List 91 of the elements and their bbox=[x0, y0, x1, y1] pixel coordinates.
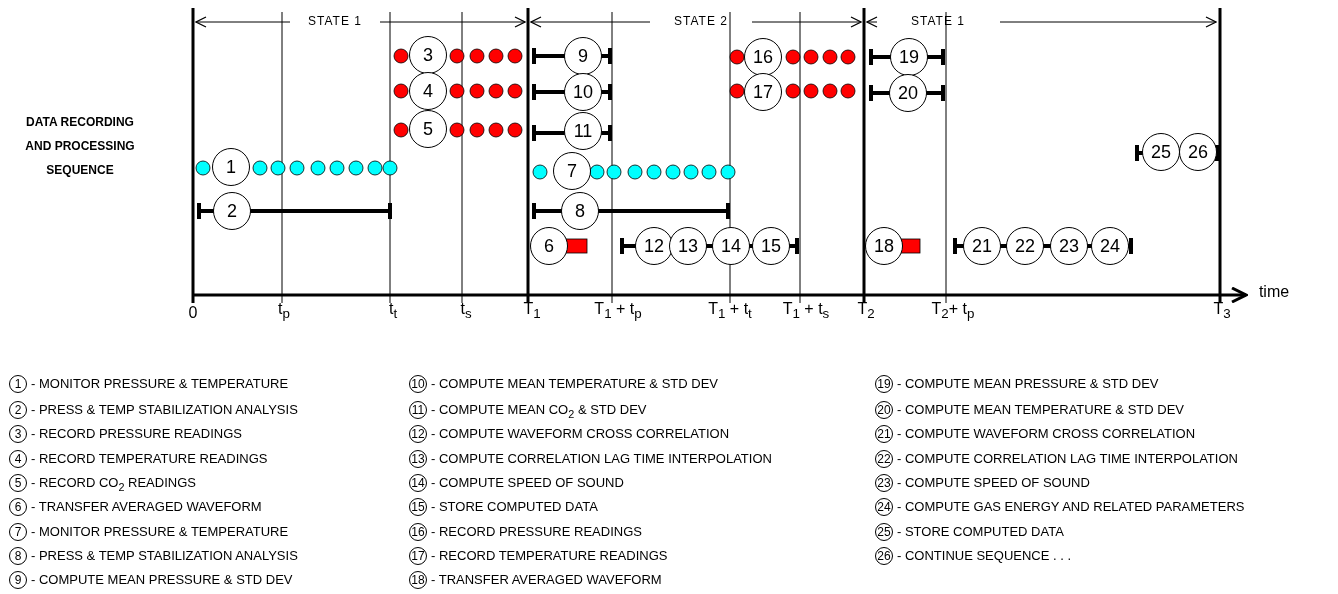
legend-description: - STORE COMPUTED DATA bbox=[897, 524, 1064, 539]
tick-label: 0 bbox=[188, 304, 198, 322]
key-circle: 14 bbox=[409, 474, 427, 492]
legend-description: - RECORD TEMPERATURE READINGS bbox=[31, 451, 268, 466]
step-circle: 26 bbox=[1179, 133, 1217, 171]
key-circle: 18 bbox=[409, 571, 427, 589]
step-circle: 4 bbox=[409, 72, 447, 110]
legend-description: - PRESS & TEMP STABILIZATION ANALYSIS bbox=[31, 402, 298, 417]
legend-description: - COMPUTE SPEED OF SOUND bbox=[431, 475, 624, 490]
axis-title: time bbox=[1258, 283, 1290, 301]
tick-label: T$_{1}$ + t$_{t}$ bbox=[708, 300, 752, 322]
key-circle: 11 bbox=[409, 401, 427, 419]
key-circle: 7 bbox=[9, 523, 27, 541]
key-circle: 13 bbox=[409, 450, 427, 468]
step-circle: 16 bbox=[744, 38, 782, 76]
tick-label: T$_{1}$ + t$_{p}$ bbox=[594, 300, 642, 322]
key-circle: 12 bbox=[409, 425, 427, 443]
key-circle: 21 bbox=[875, 425, 893, 443]
legend-description: - COMPUTE SPEED OF SOUND bbox=[897, 475, 1090, 490]
step-circle: 18 bbox=[865, 227, 903, 265]
legend-description: - MONITOR PRESSURE & TEMPERATURE bbox=[31, 524, 289, 539]
step-circle: 11 bbox=[564, 112, 602, 150]
key-circle: 1 bbox=[9, 375, 27, 393]
legend-description: - TRANSFER AVERAGED WAVEFORM bbox=[31, 499, 262, 514]
step-circle: 23 bbox=[1050, 227, 1088, 265]
tick-label: t$_{p}$ bbox=[278, 300, 290, 322]
legend-description: - RECORD PRESSURE READINGS bbox=[31, 426, 242, 441]
legend-description: - STORE COMPUTED DATA bbox=[431, 499, 598, 514]
row-heading: DATA RECORDING AND PROCESSING SEQUENCE bbox=[24, 114, 136, 179]
step-circle: 24 bbox=[1091, 227, 1129, 265]
legend-description: - COMPUTE MEAN TEMPERATURE & STD DEV bbox=[897, 402, 1184, 417]
tick-label: T$_{2}$+ t$_{p}$ bbox=[931, 300, 975, 322]
step-circle: 13 bbox=[669, 227, 707, 265]
legend-description: - COMPUTE GAS ENERGY AND RELATED PARAMETERS bbox=[897, 499, 1245, 514]
legend-description: - COMPUTE CORRELATION LAG TIME INTERPOLATION bbox=[897, 451, 1238, 466]
tick-label: T$_{1}$ + t$_{s}$ bbox=[782, 300, 830, 322]
step-circle: 20 bbox=[889, 74, 927, 112]
step-circle: 9 bbox=[564, 37, 602, 75]
step-circle: 2 bbox=[213, 192, 251, 230]
key-circle: 26 bbox=[875, 547, 893, 565]
legend-description: - CONTINUE SEQUENCE . . . bbox=[897, 548, 1072, 563]
tick-label: t$_{t}$ bbox=[388, 300, 398, 322]
legend-description: - COMPUTE WAVEFORM CROSS CORRELATION bbox=[897, 426, 1196, 441]
key-circle: 5 bbox=[9, 474, 27, 492]
key-circle: 24 bbox=[875, 498, 893, 516]
step-circle: 15 bbox=[752, 227, 790, 265]
key-circle: 2 bbox=[9, 401, 27, 419]
step-circle: 8 bbox=[561, 192, 599, 230]
key-circle: 10 bbox=[409, 375, 427, 393]
legend-description: - COMPUTE MEAN CO$_{2}$ & STD DEV bbox=[431, 402, 647, 420]
step-circle: 3 bbox=[409, 36, 447, 74]
step-circle: 14 bbox=[712, 227, 750, 265]
step-circle: 7 bbox=[553, 152, 591, 190]
key-circle: 15 bbox=[409, 498, 427, 516]
state-label: STATE 1 bbox=[911, 14, 965, 28]
key-circle: 17 bbox=[409, 547, 427, 565]
step-circle: 10 bbox=[564, 73, 602, 111]
key-circle: 23 bbox=[875, 474, 893, 492]
key-circle: 4 bbox=[9, 450, 27, 468]
step-circle: 17 bbox=[744, 73, 782, 111]
key-circle: 22 bbox=[875, 450, 893, 468]
legend-description: - TRANSFER AVERAGED WAVEFORM bbox=[431, 572, 662, 587]
legend-description: - COMPUTE MEAN TEMPERATURE & STD DEV bbox=[431, 376, 718, 391]
step-circle: 5 bbox=[409, 110, 447, 148]
legend-description: - RECORD CO$_{2}$ READINGS bbox=[31, 475, 196, 493]
step-circle: 21 bbox=[963, 227, 1001, 265]
key-circle: 3 bbox=[9, 425, 27, 443]
key-circle: 6 bbox=[9, 498, 27, 516]
legend-description: - RECORD TEMPERATURE READINGS bbox=[431, 548, 668, 563]
key-circle: 8 bbox=[9, 547, 27, 565]
step-circle: 25 bbox=[1142, 133, 1180, 171]
step-circle: 1 bbox=[212, 148, 250, 186]
key-circle: 16 bbox=[409, 523, 427, 541]
step-circle: 22 bbox=[1006, 227, 1044, 265]
legend-description: - PRESS & TEMP STABILIZATION ANALYSIS bbox=[31, 548, 298, 563]
legend-description: - COMPUTE CORRELATION LAG TIME INTERPOLATION bbox=[431, 451, 772, 466]
key-circle: 20 bbox=[875, 401, 893, 419]
tick-label: t$_{s}$ bbox=[460, 300, 472, 322]
step-circle: 12 bbox=[635, 227, 673, 265]
key-circle: 19 bbox=[875, 375, 893, 393]
legend-description: - RECORD PRESSURE READINGS bbox=[431, 524, 642, 539]
state-label: STATE 1 bbox=[308, 14, 362, 28]
state-label: STATE 2 bbox=[674, 14, 728, 28]
step-circle: 19 bbox=[890, 38, 928, 76]
key-circle: 25 bbox=[875, 523, 893, 541]
legend-description: - MONITOR PRESSURE & TEMPERATURE bbox=[31, 376, 289, 391]
legend-description: - COMPUTE WAVEFORM CROSS CORRELATION bbox=[431, 426, 730, 441]
key-circle: 9 bbox=[9, 571, 27, 589]
step-circle: 6 bbox=[530, 227, 568, 265]
legend-description: - COMPUTE MEAN PRESSURE & STD DEV bbox=[897, 376, 1159, 391]
legend-description: - COMPUTE MEAN PRESSURE & STD DEV bbox=[31, 572, 293, 587]
